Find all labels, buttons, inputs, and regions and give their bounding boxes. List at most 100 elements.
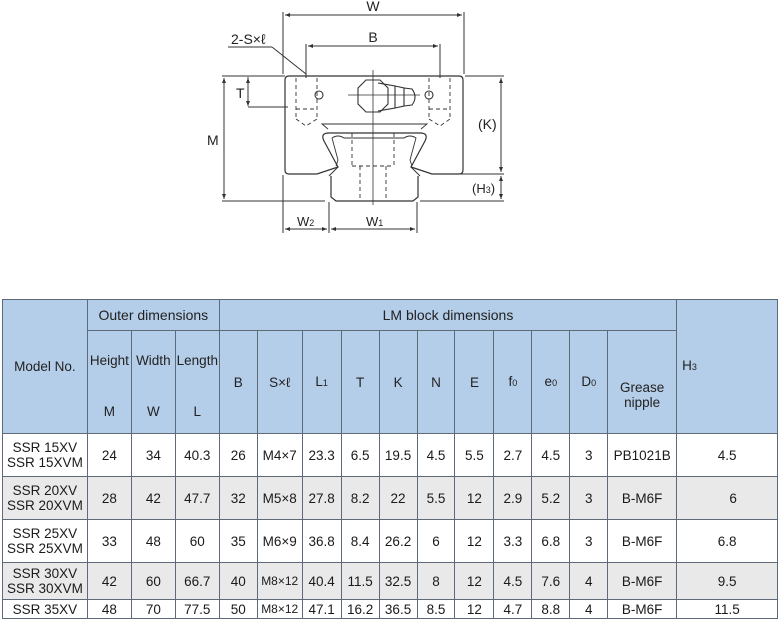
cell-L: 40.3 <box>174 433 220 477</box>
cell-M: 33 <box>86 519 132 563</box>
cell-T: 8.4 <box>340 519 380 563</box>
label-2-SxL: 2-S×ℓ <box>231 31 266 47</box>
label-M: M <box>207 132 219 148</box>
cell-B: 32 <box>218 476 258 520</box>
label-T: T <box>236 85 245 101</box>
label-W: W <box>366 0 380 14</box>
cell-grease: B-M6F <box>607 562 678 600</box>
cell-L: 47.7 <box>174 476 220 520</box>
cell-grease: PB1021B <box>607 433 678 477</box>
cell-H3: 6.8 <box>676 519 778 563</box>
cell-M: 24 <box>86 433 132 477</box>
cell-L1: 27.8 <box>301 476 342 520</box>
header-M: M <box>86 389 132 434</box>
header-H3: H3 <box>676 299 778 434</box>
cell-SxL: M8×12 <box>256 599 303 619</box>
header-f0: f0 <box>493 330 533 434</box>
cell-e0: 5.2 <box>531 476 571 520</box>
header-W: W <box>130 389 176 434</box>
label-K: (K) <box>478 116 497 132</box>
header-model-no: Model No. <box>2 299 88 434</box>
cell-D0: 4 <box>569 562 609 600</box>
label-W2: W2 <box>297 214 314 229</box>
header-SxL: S×ℓ <box>256 330 303 434</box>
cell-SxL: M4×7 <box>256 433 303 477</box>
cell-B: 26 <box>218 433 258 477</box>
header-e0: e0 <box>531 330 571 434</box>
table-row: SSR 35XV 48 70 77.5 50 M8×12 47.1 16.2 3… <box>2 599 778 619</box>
header-length: Length <box>174 330 220 389</box>
cell-D0: 4 <box>569 599 609 619</box>
cell-e0: 7.6 <box>531 562 571 600</box>
cell-N: 6 <box>416 519 456 563</box>
cell-N: 8 <box>416 562 456 600</box>
cell-E: 12 <box>454 562 495 600</box>
cell-M: 28 <box>86 476 132 520</box>
label-H3: (H3) <box>472 181 495 196</box>
cell-E: 5.5 <box>454 433 495 477</box>
cell-T: 11.5 <box>340 562 380 600</box>
header-N: N <box>416 330 456 434</box>
cell-L: 66.7 <box>174 562 220 600</box>
cell-H3: 11.5 <box>676 599 778 619</box>
cell-B: 40 <box>218 562 258 600</box>
cell-H3: 9.5 <box>676 562 778 600</box>
cell-E: 12 <box>454 476 495 520</box>
cell-L1: 36.8 <box>301 519 342 563</box>
lm-block-cross-section-diagram: W B 2-S×ℓ T M (K) (H3) W2 W1 <box>207 0 504 233</box>
cell-B: 50 <box>218 599 258 619</box>
cell-f0: 4.7 <box>493 599 533 619</box>
cell-L1: 23.3 <box>301 433 342 477</box>
header-L1: L1 <box>301 330 342 434</box>
specification-table: Model No. Outer dimensions LM block dime… <box>2 299 778 619</box>
cell-H3: 6 <box>676 476 778 520</box>
cell-L: 77.5 <box>174 599 220 619</box>
cell-model: SSR 35XV <box>2 599 88 619</box>
cell-H3: 4.5 <box>676 433 778 477</box>
cell-T: 16.2 <box>340 599 380 619</box>
cell-D0: 3 <box>569 476 609 520</box>
cell-K: 32.5 <box>378 562 418 600</box>
cell-e0: 6.8 <box>531 519 571 563</box>
label-W1: W1 <box>366 214 383 229</box>
cell-L: 60 <box>174 519 220 563</box>
cell-K: 19.5 <box>378 433 418 477</box>
cell-E: 12 <box>454 519 495 563</box>
cell-W: 42 <box>130 476 176 520</box>
cell-T: 8.2 <box>340 476 380 520</box>
header-L: L <box>174 389 220 434</box>
cell-grease: B-M6F <box>607 476 678 520</box>
cell-N: 8.5 <box>416 599 456 619</box>
cell-f0: 2.7 <box>493 433 533 477</box>
header-B: B <box>218 330 258 434</box>
header-lm-block-dimensions: LM block dimensions <box>218 299 678 331</box>
header-T: T <box>340 330 380 434</box>
label-B: B <box>368 29 377 45</box>
header-D0: D0 <box>569 330 609 434</box>
cell-M: 48 <box>86 599 132 619</box>
cell-M: 42 <box>86 562 132 600</box>
cell-SxL: M8×12 <box>256 562 303 600</box>
cell-W: 34 <box>130 433 176 477</box>
cell-e0: 4.5 <box>531 433 571 477</box>
cell-L1: 47.1 <box>301 599 342 619</box>
cell-f0: 2.9 <box>493 476 533 520</box>
cell-f0: 4.5 <box>493 562 533 600</box>
cell-K: 26.2 <box>378 519 418 563</box>
cell-B: 35 <box>218 519 258 563</box>
cell-e0: 8.8 <box>531 599 571 619</box>
cell-N: 5.5 <box>416 476 456 520</box>
header-width: Width <box>130 330 176 389</box>
header-E: E <box>454 330 495 434</box>
cell-W: 60 <box>130 562 176 600</box>
cell-K: 36.5 <box>378 599 418 619</box>
